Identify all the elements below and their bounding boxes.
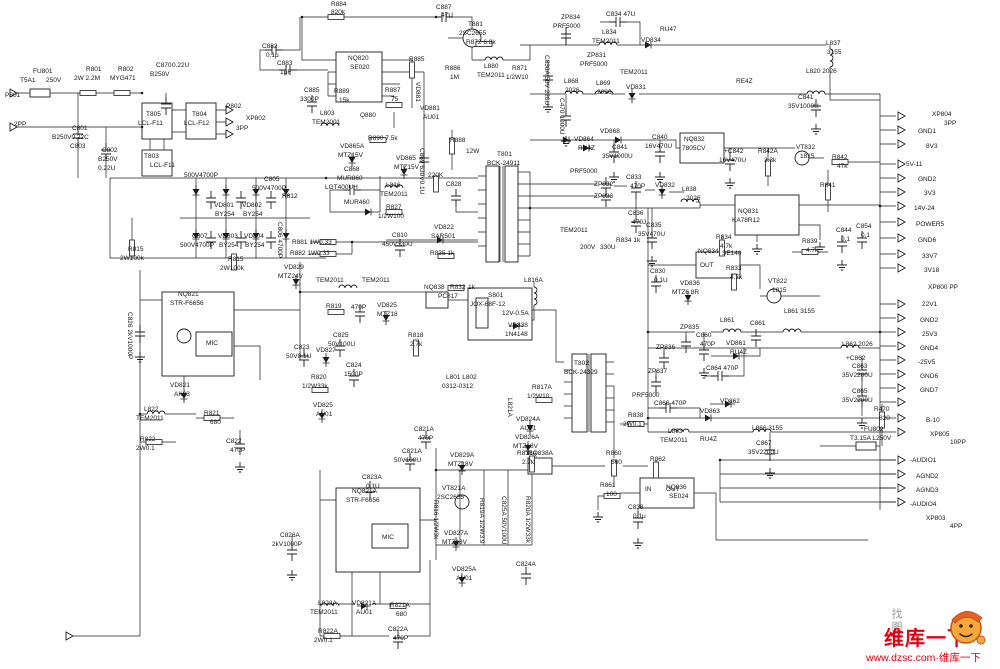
- wire-network: [17, 16, 896, 637]
- fuse2-symbol: [855, 441, 877, 451]
- optocoupler-symbol: [425, 291, 449, 309]
- regulator-7805-symbol: [679, 132, 725, 164]
- transformer-symbol: [485, 165, 500, 263]
- line-filter-symbol: [141, 102, 173, 140]
- watermark-tagline: 找图片: [890, 608, 902, 647]
- watermark-url: www.dzsc.com·维库一下: [866, 652, 981, 664]
- component-boxes: [29, 51, 877, 573]
- regulator-ka78r12-symbol: [734, 194, 800, 236]
- transistor-symbols: [176, 28, 810, 510]
- transformer2-symbol: [571, 353, 588, 433]
- regulator-se024-symbol: [639, 477, 695, 509]
- control-ic-symbol: [335, 51, 383, 103]
- watermark-brand: 维库一下: [884, 628, 968, 650]
- fuse-symbol: [29, 88, 51, 98]
- mascot-logo-icon: [950, 611, 986, 645]
